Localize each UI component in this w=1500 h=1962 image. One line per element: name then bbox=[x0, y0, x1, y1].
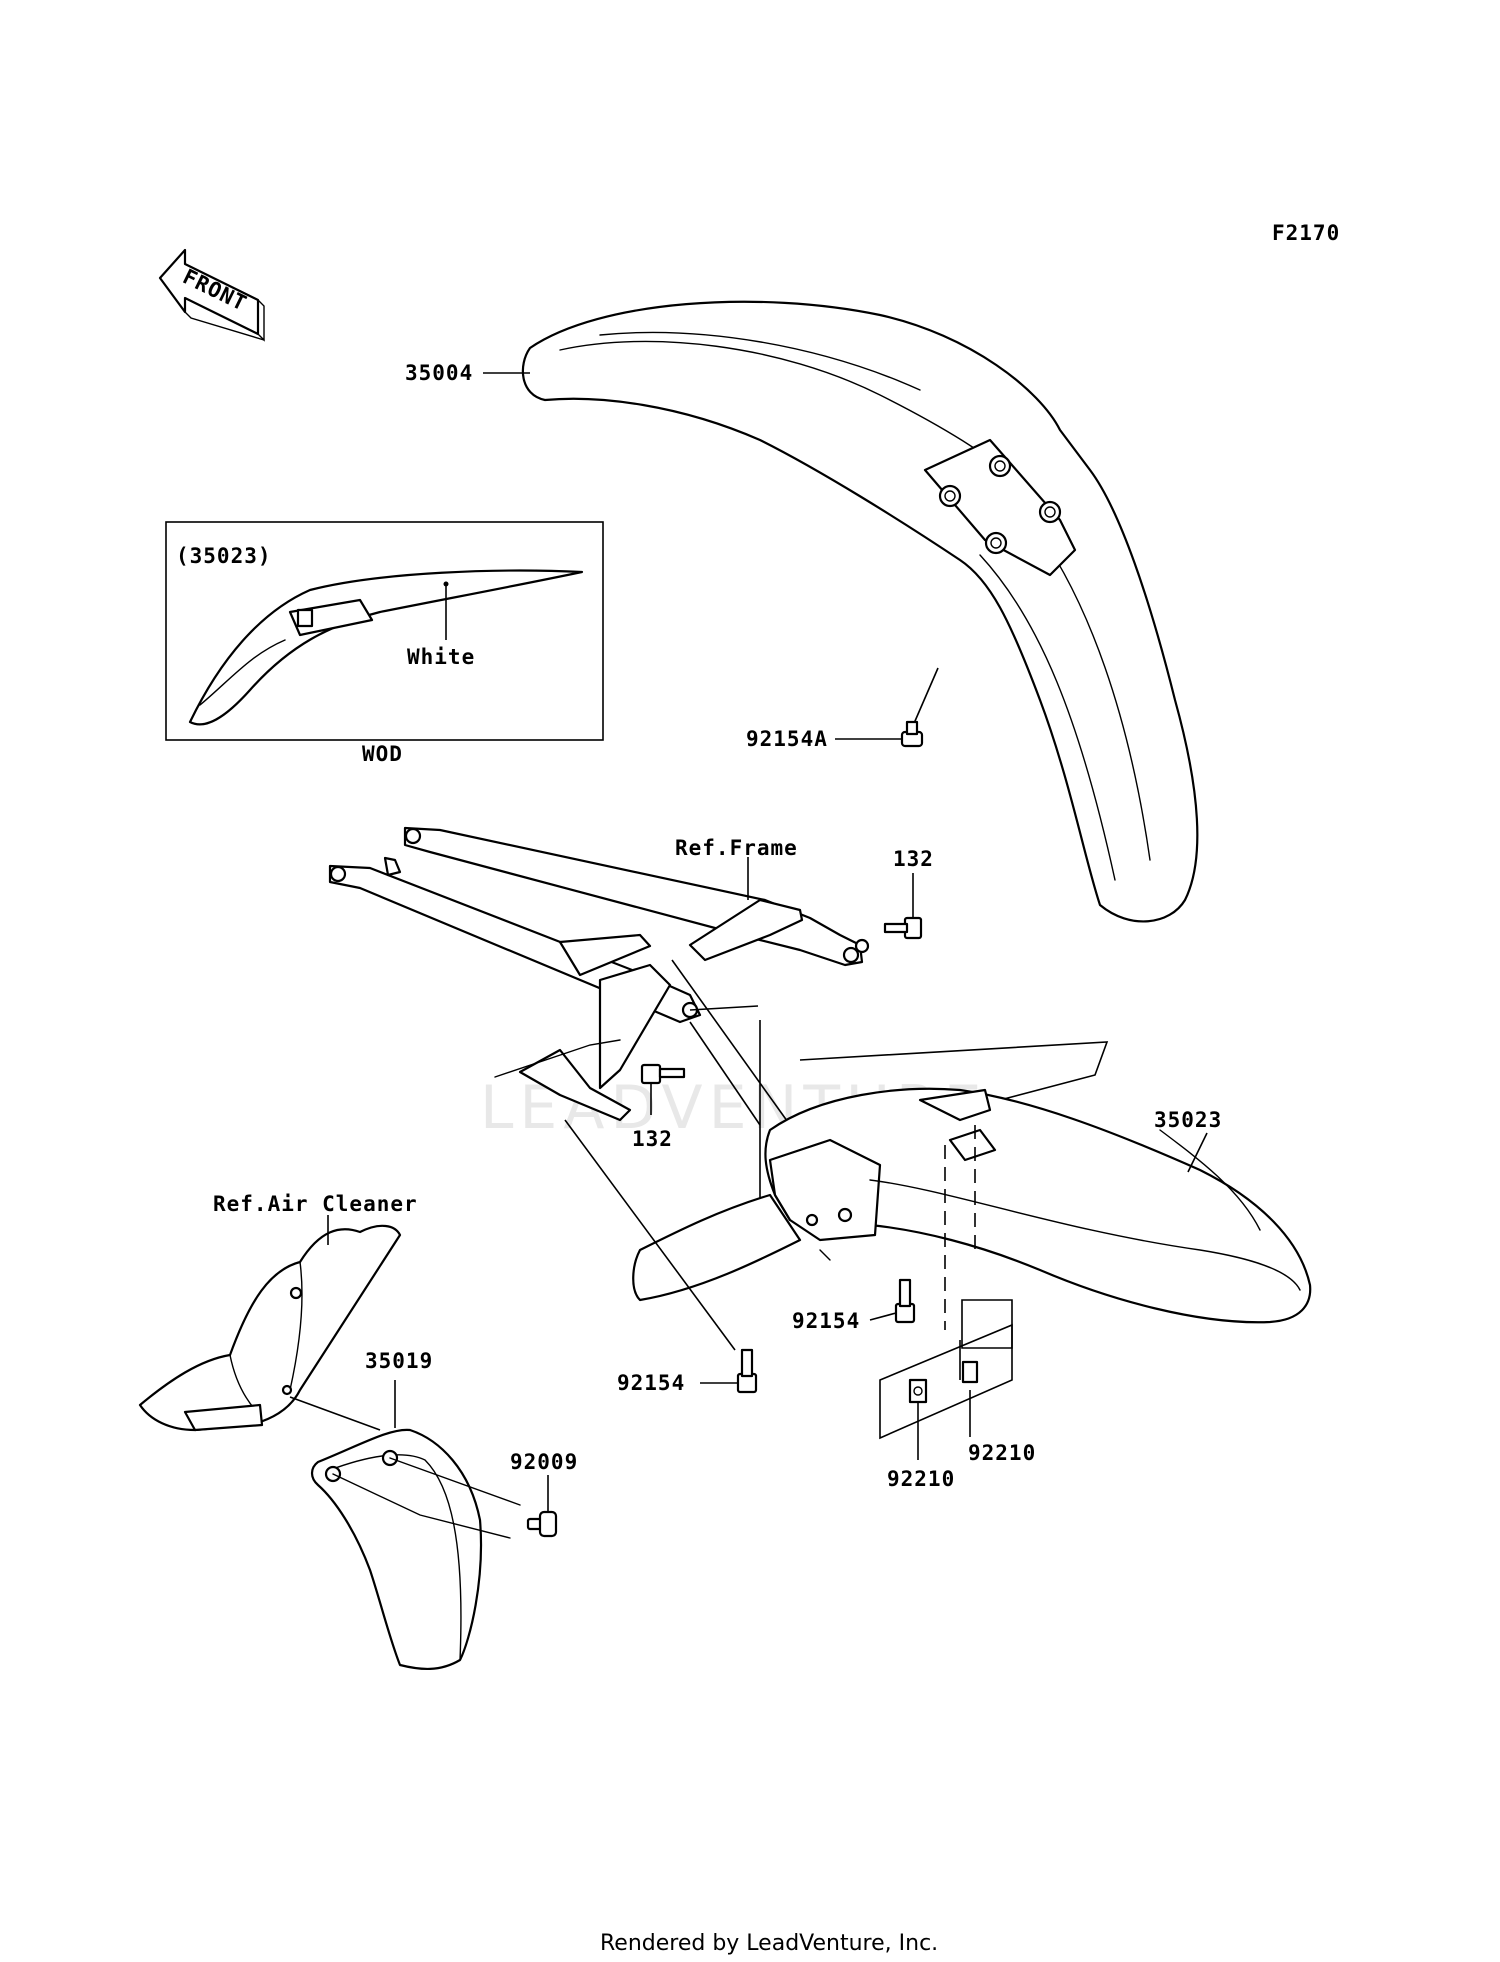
label-92154A: 92154A bbox=[746, 727, 828, 751]
footer-credit: Rendered by LeadVenture, Inc. bbox=[600, 1931, 938, 1956]
label-132-lower: 132 bbox=[632, 1127, 673, 1151]
mud-flap bbox=[310, 1428, 521, 1671]
front-arrow-icon: FRONT bbox=[158, 248, 265, 342]
nut-icon bbox=[908, 1378, 928, 1404]
nut-icon bbox=[961, 1360, 979, 1384]
label-92210-right: 92210 bbox=[968, 1441, 1036, 1465]
inset-color-label: White bbox=[407, 645, 475, 669]
bolt-icon bbox=[883, 916, 923, 940]
rear-fender bbox=[632, 1087, 1312, 1324]
inset-caption: WOD bbox=[362, 742, 403, 766]
screw-icon bbox=[526, 1510, 558, 1538]
frame-rail bbox=[328, 826, 870, 1122]
air-cleaner bbox=[138, 1224, 402, 1432]
label-92210-left: 92210 bbox=[887, 1467, 955, 1491]
front-fender bbox=[521, 300, 1199, 923]
label-35004: 35004 bbox=[405, 361, 473, 385]
label-92154-right: 92154 bbox=[792, 1309, 860, 1333]
label-35023: 35023 bbox=[1154, 1108, 1222, 1132]
label-92009: 92009 bbox=[510, 1450, 578, 1474]
bolt-icon bbox=[894, 1278, 916, 1324]
inset-box: (35023) White bbox=[165, 521, 604, 741]
diagram-code: F2170 bbox=[1272, 221, 1340, 245]
ref-air-cleaner-label: Ref.Air Cleaner bbox=[213, 1192, 418, 1216]
bolt-icon bbox=[900, 720, 924, 748]
label-132-upper: 132 bbox=[893, 847, 934, 871]
bolt-icon bbox=[736, 1348, 758, 1394]
label-92154-left: 92154 bbox=[617, 1371, 685, 1395]
ref-frame-label: Ref.Frame bbox=[675, 836, 798, 860]
label-35019: 35019 bbox=[365, 1349, 433, 1373]
inset-part-ref: (35023) bbox=[176, 544, 272, 568]
